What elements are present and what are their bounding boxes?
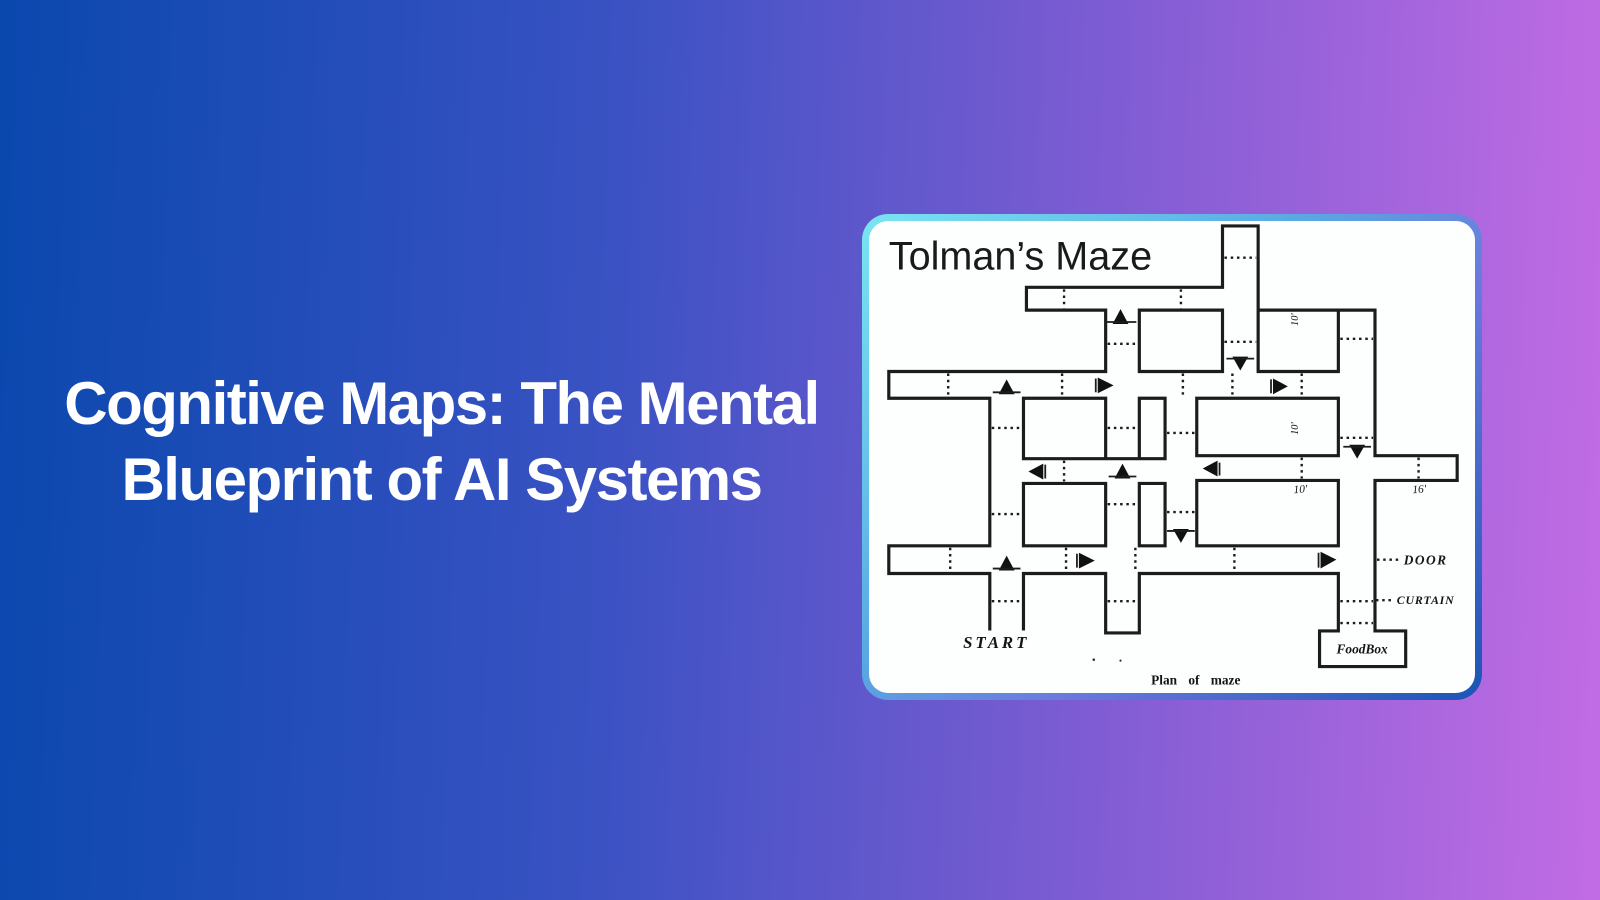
measurement-16ft: 16': [1412, 483, 1427, 496]
ink-specks: [1092, 658, 1122, 662]
door-label: DOOR: [1403, 553, 1448, 568]
headline: Cognitive Maps: The Mental Blueprint of …: [40, 366, 843, 518]
start-label: START: [963, 633, 1029, 652]
maze-card-inner: Tolman’s Maze START DOOR CURTAIN FoodBox…: [869, 221, 1475, 693]
headline-line-1: Cognitive Maps: The Mental: [64, 370, 820, 437]
arrow-base-ticks: [992, 321, 1372, 570]
curtain-dash-marks: [947, 256, 1420, 625]
rotated-measurement-lower: 10': [1290, 422, 1301, 435]
foodbox-label: FoodBox: [1336, 642, 1389, 657]
maze-card: Tolman’s Maze START DOOR CURTAIN FoodBox…: [862, 214, 1482, 700]
maze-walls: [887, 224, 1459, 669]
rotated-measurement-upper: 10': [1290, 313, 1301, 326]
headline-line-2: Blueprint of AI Systems: [121, 446, 763, 513]
plan-of-maze-caption: Plan of maze: [1151, 672, 1240, 687]
curtain-label: CURTAIN: [1397, 593, 1455, 607]
maze-card-title: Tolman’s Maze: [889, 235, 1152, 279]
measurement-10ft: 10': [1293, 483, 1308, 496]
tolman-maze-diagram: Tolman’s Maze START DOOR CURTAIN FoodBox…: [887, 224, 1459, 687]
